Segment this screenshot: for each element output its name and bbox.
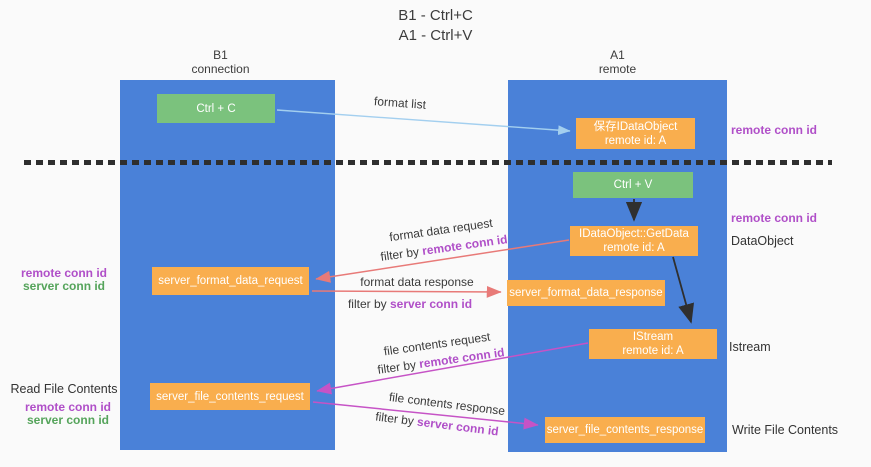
node-istream-line1: IStream — [632, 331, 674, 343]
title-line-b1: B1 - Ctrl+C — [398, 7, 473, 24]
side-label-remote-conn-id-mid: remote conn id — [731, 211, 818, 225]
title-line-a1: A1 - Ctrl+V — [398, 27, 473, 44]
dashed-separator-line — [24, 160, 832, 165]
filter-by-text: filter by — [347, 297, 390, 311]
node-server-format-data-request: server_format_data_request — [152, 267, 309, 295]
filter-by-text: filter by — [374, 409, 418, 429]
node-server-file-contents-response-label: server_file_contents_response — [546, 424, 704, 436]
node-ctrl-c: Ctrl + C — [157, 94, 275, 123]
filter-by-text: filter by — [376, 357, 421, 377]
lane-a1-subtitle: remote — [598, 62, 637, 76]
node-server-format-data-response-label: server_format_data_response — [509, 287, 663, 299]
lane-b1-subtitle: connection — [191, 62, 250, 76]
side-label-read-file-contents: Read File Contents — [10, 382, 118, 396]
node-ctrl-v: Ctrl + V — [573, 172, 693, 198]
lane-a1-name: A1 — [610, 48, 625, 62]
node-getdata-line1: IDataObject::GetData — [579, 228, 689, 240]
side-label-remote-conn-id-left1: remote conn id — [20, 266, 107, 280]
side-label-istream: Istream — [729, 340, 771, 354]
edge-label-filter-server-1: filter by server conn id — [348, 297, 472, 311]
server-conn-id-text: server conn id — [416, 414, 500, 439]
side-label-server-conn-id-left2: server conn id — [26, 413, 110, 427]
left-conn-id-stack-2: remote conn id server conn id — [14, 401, 122, 427]
node-ctrl-c-label: Ctrl + C — [196, 102, 236, 115]
node-save-idataobject: 保存IDataObject remote id: A — [576, 118, 695, 149]
node-idataobject-getdata: IDataObject::GetData remote id: A — [570, 226, 698, 256]
node-istream: IStream remote id: A — [589, 329, 717, 359]
arrow-format-data-response — [311, 285, 502, 298]
edge-label-format-data-response: format data response — [360, 275, 474, 289]
side-label-dataobject: DataObject — [731, 234, 794, 248]
node-server-format-data-response: server_format_data_response — [507, 280, 665, 306]
node-server-file-contents-response: server_file_contents_response — [545, 417, 705, 443]
filter-by-text: filter by — [379, 244, 424, 264]
edge-label-format-list: format list — [373, 94, 427, 112]
lane-b1-name: B1 — [213, 48, 228, 62]
side-label-remote-conn-id-left2: remote conn id — [24, 400, 111, 414]
lane-header-b1: B1 connection — [113, 48, 328, 76]
node-save-idataobject-line2: remote id: A — [604, 134, 667, 147]
node-ctrl-v-label: Ctrl + V — [613, 179, 653, 191]
node-getdata-line2: remote id: A — [603, 242, 665, 254]
node-server-format-data-request-label: server_format_data_request — [158, 275, 303, 287]
side-label-remote-conn-id-top: remote conn id — [731, 123, 818, 137]
node-save-idataobject-line1: 保存IDataObject — [593, 120, 678, 133]
left-conn-id-stack-1: remote conn id server conn id — [10, 267, 118, 293]
side-label-server-conn-id-left1: server conn id — [22, 279, 106, 293]
lane-header-a1: A1 remote — [508, 48, 727, 76]
node-istream-line2: remote id: A — [622, 345, 684, 357]
side-label-read-file-contents-wrap: Read File Contents — [8, 383, 120, 396]
side-label-write-file-contents: Write File Contents — [732, 423, 839, 437]
server-conn-id-text: server conn id — [389, 297, 473, 311]
node-server-file-contents-request: server_file_contents_request — [150, 383, 310, 410]
node-server-file-contents-request-label: server_file_contents_request — [156, 390, 304, 403]
diagram-title: B1 - Ctrl+C A1 - Ctrl+V — [0, 6, 871, 46]
